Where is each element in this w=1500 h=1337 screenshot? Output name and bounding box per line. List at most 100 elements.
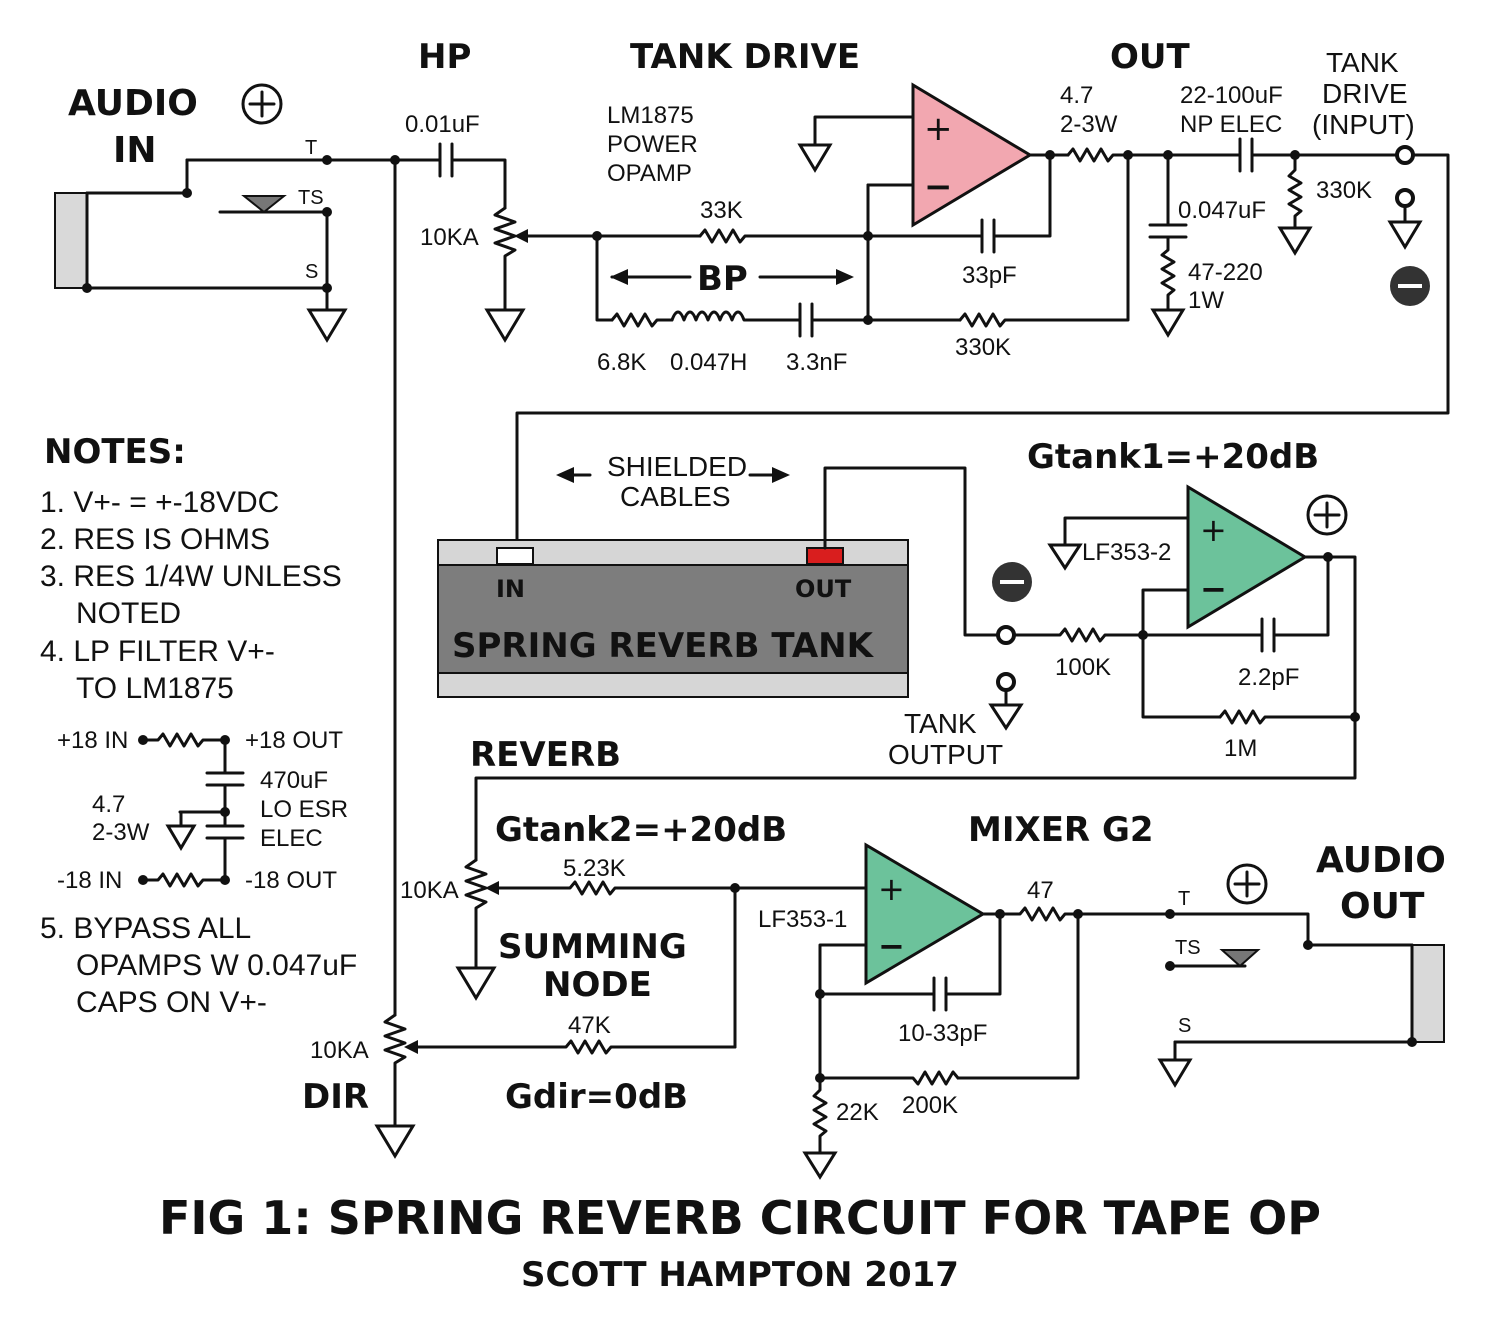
opamp-mixer — [864, 842, 986, 986]
r-100k-value: 100K — [1055, 654, 1111, 681]
notes-title: NOTES: — [44, 432, 186, 472]
hp-cap-value: 0.01uF — [405, 111, 480, 138]
plus-icon — [1226, 863, 1268, 905]
note-5c: CAPS ON V+- — [76, 986, 267, 1019]
c-mix-value: 10-33pF — [898, 1020, 987, 1047]
bp-arrow — [610, 269, 854, 285]
audio-out-label-1: AUDIO — [1316, 840, 1446, 881]
opamp-gtank1-minus: − — [1200, 570, 1227, 608]
mixer-title: MIXER G2 — [968, 810, 1154, 850]
r-out — [1066, 147, 1242, 163]
reverb-title: REVERB — [470, 735, 621, 775]
minus-icon — [992, 562, 1032, 602]
note-1: 1. V+- = +-18VDC — [40, 486, 279, 519]
gdir-title: Gdir=0dB — [505, 1077, 688, 1117]
r-1m-value: 1M — [1224, 735, 1257, 762]
figure-subtitle: SCOTT HAMPTON 2017 — [521, 1255, 959, 1295]
r-330k-fb-value: 330K — [955, 334, 1011, 361]
audio-out-label-2: OUT — [1340, 886, 1425, 927]
filter-p-in: +18 IN — [57, 727, 128, 754]
note-4a: 4. LP FILTER V+- — [40, 635, 275, 668]
power-opamp — [911, 82, 1033, 228]
r-200k — [818, 1070, 960, 1086]
c-out-value-2: NP ELEC — [1180, 111, 1282, 138]
tank-drive-terminal — [1395, 145, 1415, 165]
opamp-mixer-minus: − — [878, 927, 905, 965]
r-47-value: 47 — [1027, 877, 1054, 904]
plus-icon — [241, 83, 283, 125]
filter-res-2: 2-3W — [92, 819, 150, 846]
c-out — [1238, 137, 1254, 173]
note-3a: 3. RES 1/4W UNLESS — [40, 560, 342, 593]
dir-pot-value: 10KA — [310, 1037, 369, 1064]
c-bp — [798, 302, 814, 338]
jack-out-s-label: S — [1178, 1015, 1191, 1037]
hp-capacitor — [438, 142, 454, 178]
opamp-gtank1-plus: + — [1200, 511, 1227, 549]
jack-in-t-label: T — [305, 137, 317, 159]
opamp-gtank1 — [1186, 484, 1308, 630]
filter-n-in: -18 IN — [57, 867, 122, 894]
figure-title: FIG 1: SPRING REVERB CIRCUIT FOR TAPE OP — [159, 1191, 1321, 1245]
lp-filter-diagram: +18 IN +18 OUT 470uF LO ESR ELEC 4.7 2-3… — [57, 727, 348, 894]
c-bp-value: 3.3nF — [786, 349, 847, 376]
reverb-pot — [455, 858, 499, 1001]
filter-cap-2: LO ESR — [260, 796, 348, 823]
filter-cap-3: ELEC — [260, 825, 323, 852]
jack-in-ts-label: TS — [298, 187, 324, 209]
tank-name: SPRING REVERB TANK — [452, 626, 875, 666]
tank-drive-input-label-3: (INPUT) — [1312, 109, 1415, 140]
minus-icon — [1390, 266, 1430, 306]
hp-section-title: HP — [418, 37, 471, 77]
out-title: OUT — [1110, 37, 1191, 77]
r-zobel-value-1: 47-220 — [1188, 259, 1263, 286]
c-33p-value: 33pF — [962, 262, 1017, 289]
ic3-label: LF353-1 — [758, 906, 847, 933]
tank-out-label: OUT — [795, 575, 852, 603]
tank-drive-input-label-1: TANK — [1326, 47, 1399, 78]
r-47k — [416, 1039, 737, 1055]
r-out-value-2: 2-3W — [1060, 111, 1118, 138]
dir-pot — [374, 1013, 418, 1159]
r-33k-value: 33K — [700, 197, 743, 224]
bp-label: BP — [697, 259, 748, 299]
note-5b: OPAMPS W 0.047uF — [76, 949, 357, 982]
note-4b: TO LM1875 — [76, 672, 234, 705]
r-47 — [981, 906, 1172, 922]
note-3b: NOTED — [76, 597, 181, 630]
tank-output-label-2: OUTPUT — [888, 739, 1003, 770]
tank-output-label-1: TANK — [904, 708, 977, 739]
r-100k — [1012, 627, 1264, 643]
power-opamp-plus: + — [924, 109, 953, 149]
ic2-label: LF353-2 — [1082, 539, 1171, 566]
r-22k-value: 22K — [836, 1099, 879, 1126]
tank-drive-title: TANK DRIVE — [630, 37, 860, 77]
hp-pot-value: 10KA — [420, 224, 479, 251]
c-zobel-value: 0.047uF — [1178, 197, 1266, 224]
jack-out-t-label: T — [1178, 888, 1190, 910]
power-opamp-minus: − — [924, 167, 953, 207]
c-22p-value: 2.2pF — [1238, 664, 1299, 691]
opamp-mixer-plus: + — [878, 870, 905, 908]
note-5a: 5. BYPASS ALL — [40, 912, 251, 945]
tank-in-label: IN — [496, 575, 525, 603]
ic1-label-3: OPAMP — [607, 160, 692, 187]
hp-pot — [484, 206, 528, 343]
shielded-cables-arrow — [556, 467, 790, 483]
r-200k-value: 200K — [902, 1092, 958, 1119]
r-out-value-1: 4.7 — [1060, 82, 1093, 109]
filter-n-out: -18 OUT — [245, 867, 337, 894]
dir-title: DIR — [302, 1077, 369, 1117]
r-68k-value: 6.8K — [597, 349, 646, 376]
r-zobel-value-2: 1W — [1188, 287, 1224, 314]
shielded-label-2: CABLES — [620, 481, 731, 512]
r-523k — [497, 880, 870, 896]
inductor-bp — [670, 310, 802, 322]
jack-in-s-label: S — [305, 261, 318, 283]
r-33k — [698, 228, 870, 244]
tank-drive-input-label-2: DRIVE — [1322, 78, 1408, 109]
r-330k-fb — [958, 153, 1130, 328]
spring-reverb-tank: IN OUT SPRING REVERB TANK — [437, 539, 909, 698]
